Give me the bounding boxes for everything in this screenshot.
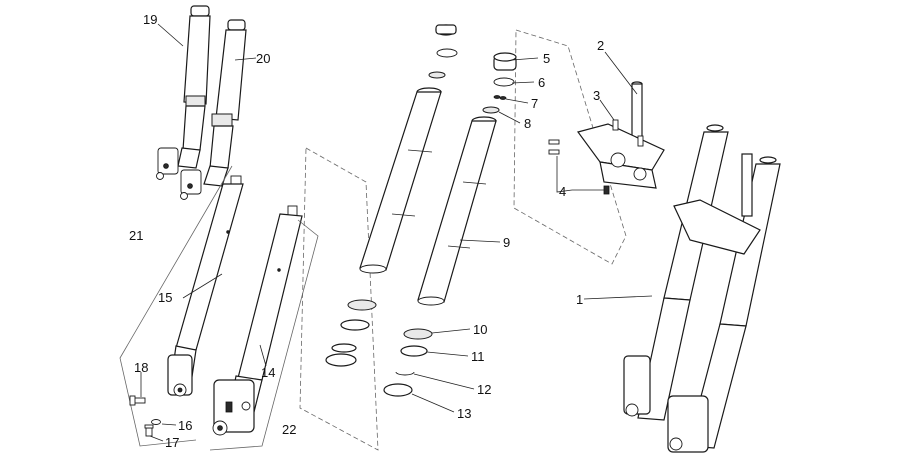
callout-8: 8 [524,116,531,131]
callout-15: 15 [158,290,172,305]
part-tube-left [359,87,442,274]
part-15-slider [167,175,244,397]
part-12-clip [395,371,415,376]
part-17-screw [144,424,154,437]
callout-9: 9 [503,235,510,250]
callout-12: 12 [477,382,491,397]
callout-3: 3 [593,88,600,103]
callout-1: 1 [576,292,583,307]
part-11-seal [400,345,428,357]
left-seal-stack [325,299,377,367]
callout-16: 16 [178,418,192,433]
callout-18: 18 [134,360,148,375]
callout-11: 11 [471,349,485,364]
part-18-bolt [129,395,146,406]
callout-7: 7 [531,96,538,111]
part-5-cap [493,52,517,71]
callout-20: 20 [256,51,270,66]
callout-19: 19 [143,12,157,27]
callout-2: 2 [597,38,604,53]
callout-21: 21 [129,228,143,243]
callout-17: 17 [165,435,179,450]
callout-10: 10 [473,322,487,337]
group-box-steering [513,29,627,265]
part-9-tube [417,116,497,306]
part-3-bolt [612,119,644,147]
part-6-oring [493,77,515,87]
part-14-slider [212,205,303,436]
callout-4: 4 [559,184,566,199]
part-16-washer [151,419,161,425]
part-7-clip [493,95,507,100]
group-line-22 [209,219,319,451]
leader-lines [140,23,653,442]
part-19-fork-leg [156,5,211,180]
part-triple-clamp [576,123,665,189]
group-box-inner-tubes [299,147,379,451]
part-13-oil-seal [383,383,413,397]
callout-14: 14 [261,365,275,380]
callout-13: 13 [457,406,471,421]
part-8-washer [482,106,500,114]
part-1-fork-assembly [623,124,781,453]
left-cap-stack [428,24,458,79]
callout-5: 5 [543,51,550,66]
part-20-fork-leg [180,19,247,200]
callout-22: 22 [282,422,296,437]
callout-6: 6 [538,75,545,90]
part-10-dust-seal [403,328,433,340]
